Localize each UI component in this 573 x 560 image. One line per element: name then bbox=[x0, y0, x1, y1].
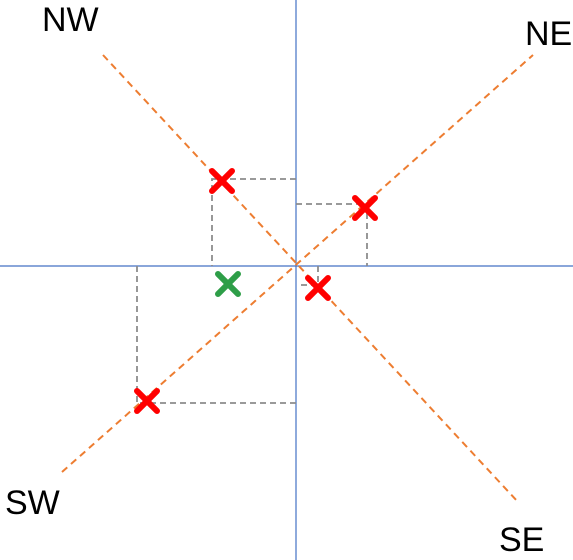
projection-guides bbox=[136, 178, 368, 404]
marker-nw bbox=[209, 168, 235, 194]
label-ne: NE bbox=[525, 15, 572, 53]
label-nw: NW bbox=[42, 1, 99, 39]
diagonal-sw-ne bbox=[61, 54, 534, 473]
marker-ne bbox=[352, 195, 378, 221]
guide-sw bbox=[136, 266, 296, 404]
label-se: SE bbox=[499, 521, 544, 559]
marker-center-green bbox=[215, 271, 241, 297]
label-sw: SW bbox=[5, 484, 60, 522]
guide-nw bbox=[211, 178, 296, 266]
marker-sw bbox=[134, 388, 160, 414]
guide-se bbox=[301, 266, 319, 286]
marker-se bbox=[305, 275, 331, 301]
